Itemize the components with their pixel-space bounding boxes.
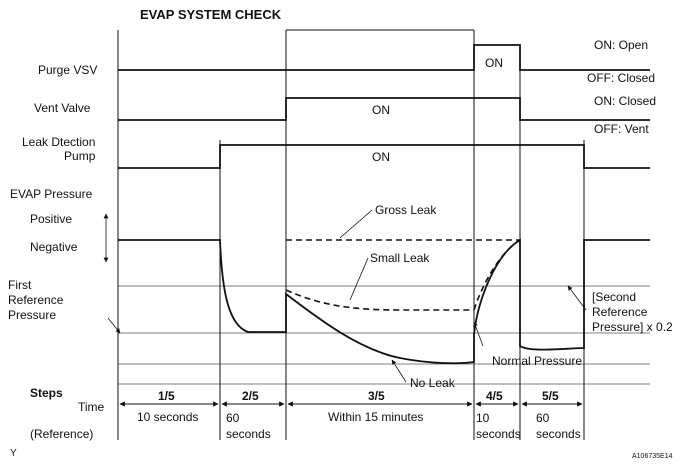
- purge-vsv-line: [118, 44, 650, 71]
- corner-mark: Y: [10, 448, 17, 459]
- state-purge-on: ON: Open: [594, 38, 649, 52]
- figure-id: A106735E14: [632, 453, 673, 460]
- small-leak-trace: [285, 289, 474, 311]
- small-leak-label: Small Leak: [370, 251, 430, 265]
- step-4-label: 4/5: [486, 389, 503, 403]
- diagram-title: EVAP SYSTEM CHECK: [140, 7, 282, 22]
- state-vent-off: OFF: Vent: [594, 122, 649, 136]
- label-negative: Negative: [30, 240, 78, 254]
- second-reference-label: [Second Reference Pressure] x 0.2: [592, 290, 673, 334]
- first-ref-leader: [107, 317, 121, 334]
- label-first-reference: First Reference Pressure: [8, 278, 64, 322]
- step-4-time: 10 seconds: [476, 411, 521, 441]
- step-2-label: 2/5: [242, 389, 259, 403]
- label-vent-valve: Vent Valve: [34, 101, 91, 115]
- vent-valve-line: [118, 97, 650, 121]
- label-purge-vsv: Purge VSV: [38, 63, 98, 77]
- rise-dashed-trace: [473, 239, 521, 311]
- reference-label: (Reference): [30, 427, 94, 441]
- gross-leak-label: Gross Leak: [375, 203, 437, 217]
- steps-label: Steps: [30, 386, 63, 400]
- state-purge-off: OFF: Closed: [587, 71, 656, 85]
- pump-line: [118, 144, 650, 169]
- step-5-label: 5/5: [542, 389, 559, 403]
- purge-on-label: ON: [485, 56, 503, 70]
- second-ref-leader: [567, 285, 587, 311]
- small-leak-leader: [349, 257, 369, 301]
- no-leak-label: No Leak: [410, 376, 455, 390]
- label-positive: Positive: [30, 212, 73, 226]
- step-3-time: Within 15 minutes: [328, 410, 424, 424]
- pump-on-label: ON: [372, 150, 390, 164]
- step-3-label: 3/5: [368, 389, 385, 403]
- normal-pressure-label: Normal Pressure: [492, 354, 583, 368]
- label-leak-pump: Leak Dtection Pump: [22, 135, 96, 163]
- vent-on-label: ON: [372, 103, 390, 117]
- gross-leak-leader: [339, 209, 373, 239]
- evap-pressure-trace: [118, 238, 650, 365]
- time-label: Time: [78, 400, 105, 414]
- step-2-time: 60 seconds: [226, 411, 271, 441]
- step-5-time: 60 seconds: [536, 411, 581, 441]
- step-1-time: 10 seconds: [137, 410, 199, 424]
- no-leak-leader: [391, 359, 407, 383]
- label-evap-pressure: EVAP Pressure: [10, 187, 93, 201]
- state-vent-on: ON: Closed: [594, 94, 657, 108]
- step-1-label: 1/5: [158, 389, 175, 403]
- normal-pressure-leader: [473, 321, 484, 347]
